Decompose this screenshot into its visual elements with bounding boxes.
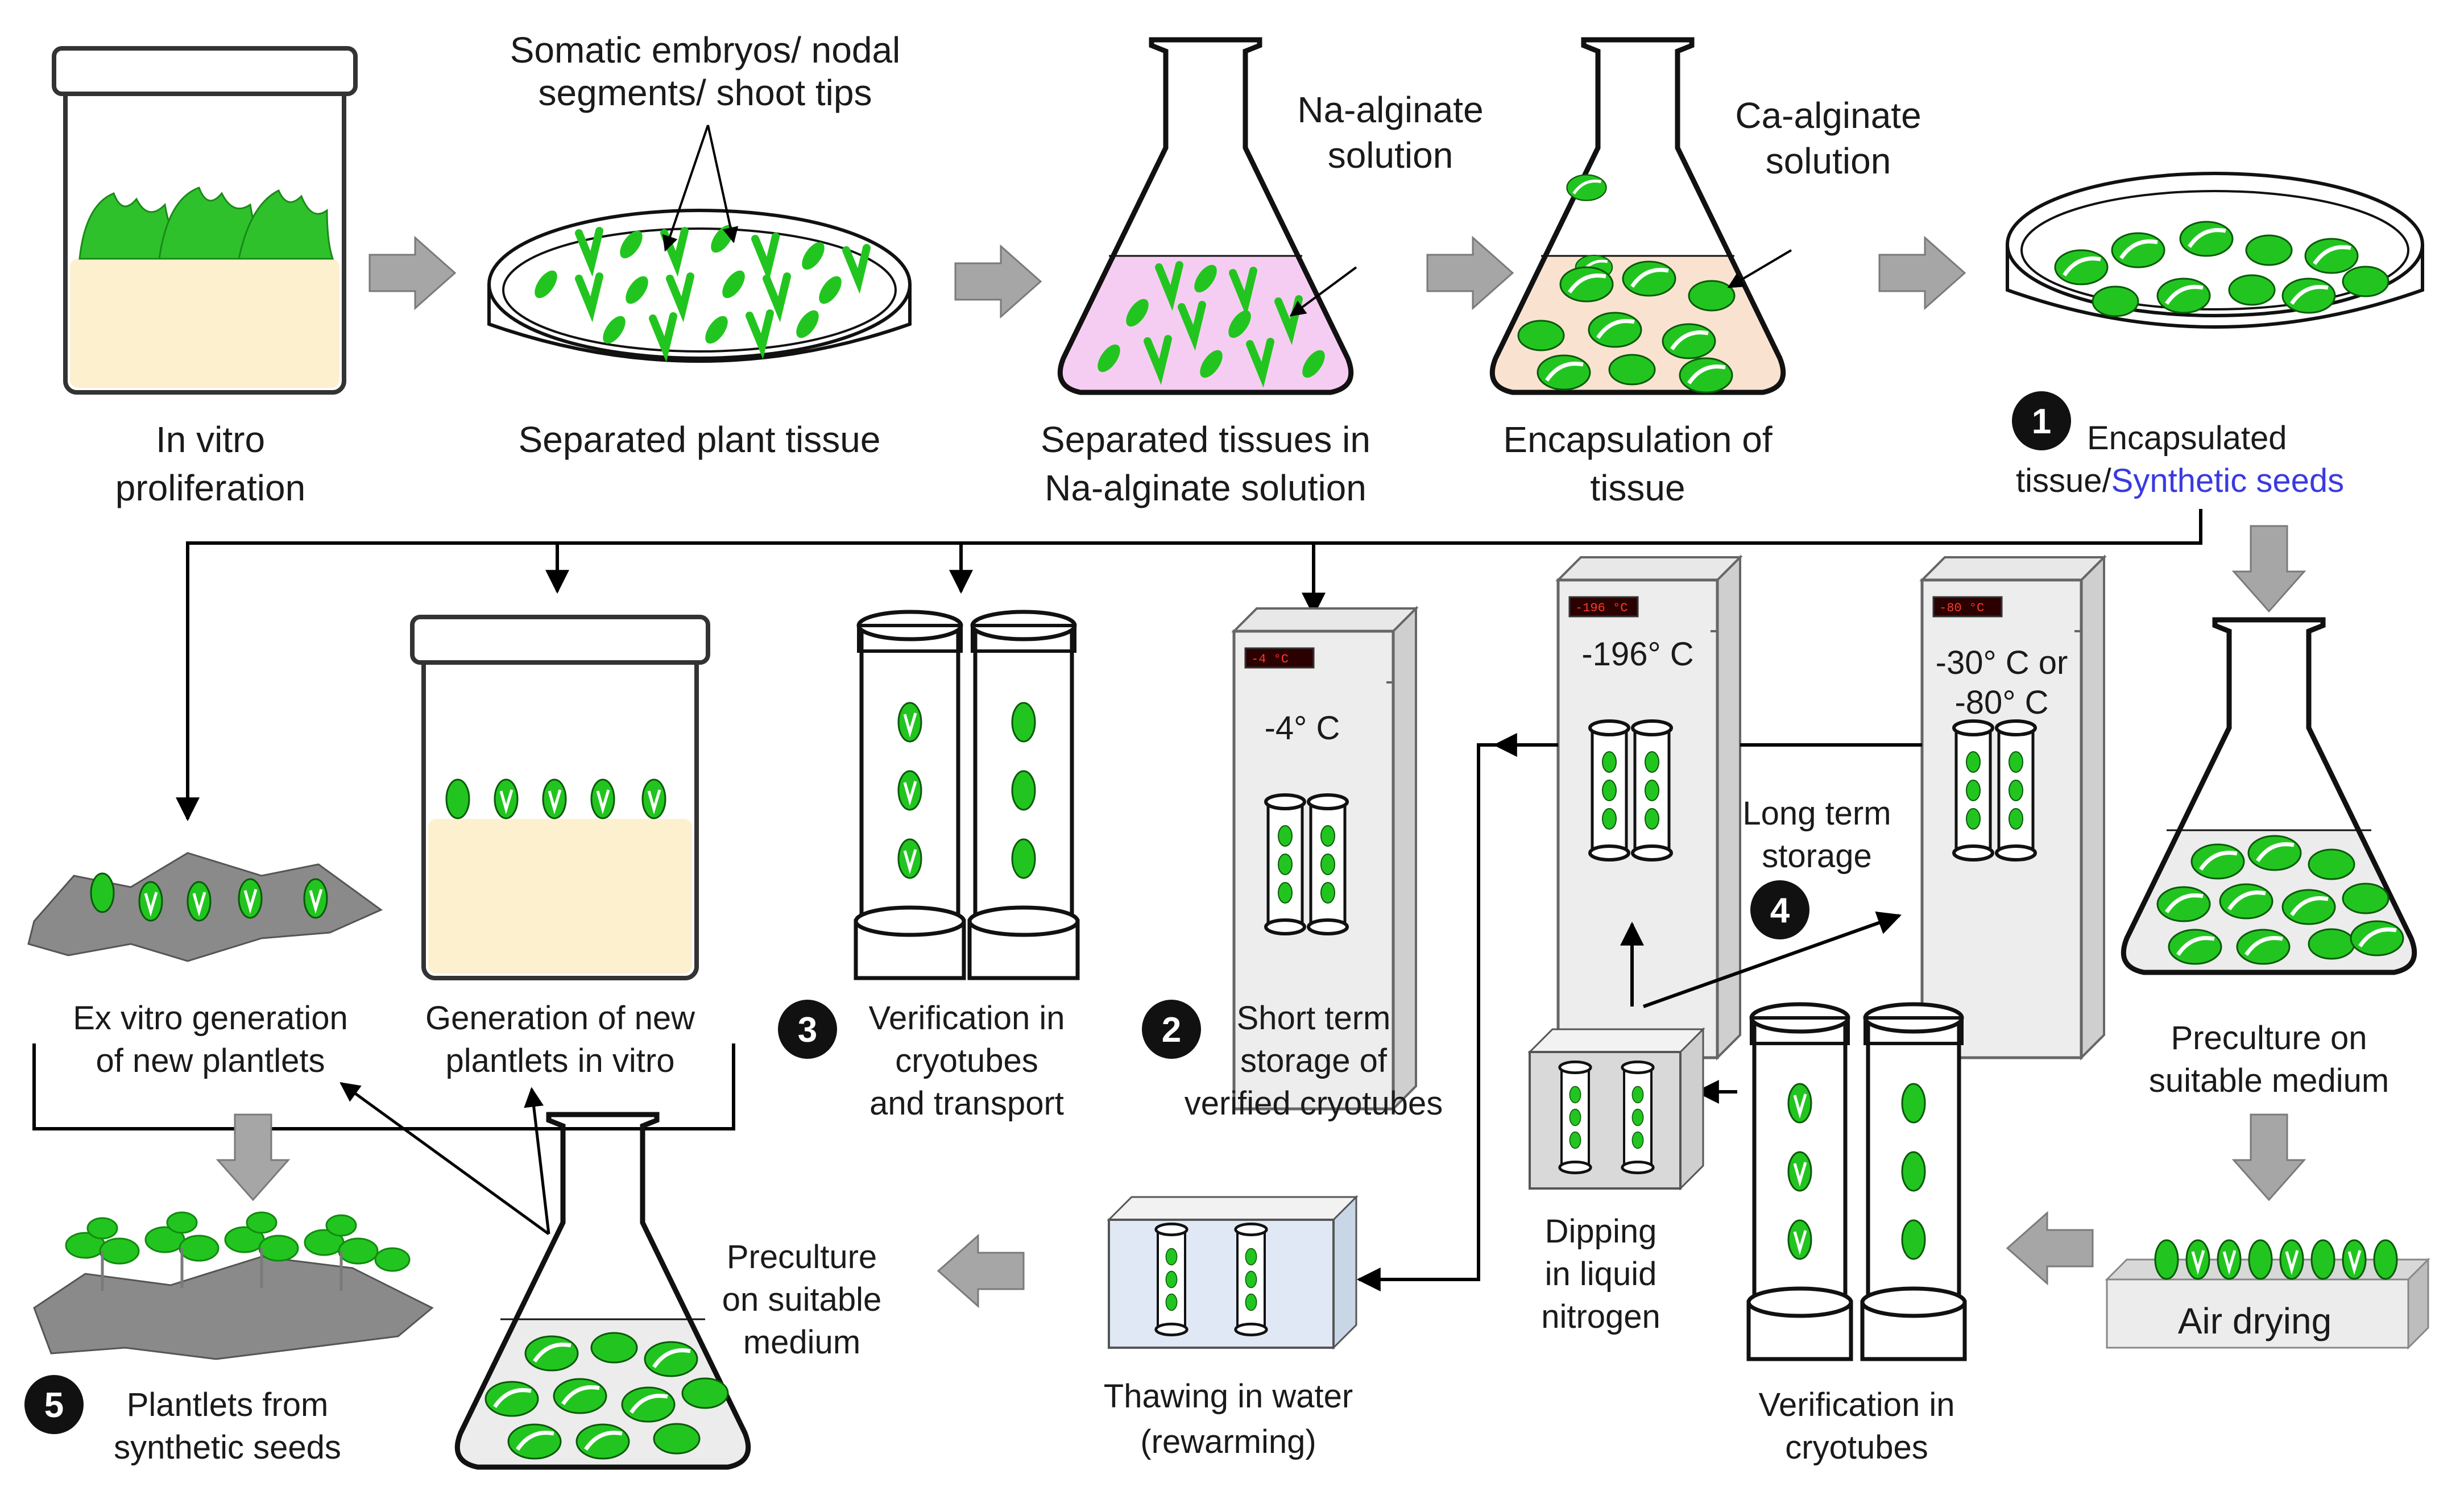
step-badge-4 (1750, 880, 1809, 939)
connector-line (339, 1082, 550, 1236)
label-ca-sol-1: Ca-alginate (1735, 95, 1921, 136)
label-plantlets-1: Plantlets from (127, 1386, 329, 1423)
label-encaps-2: tissue (1590, 467, 1685, 508)
plantlet-icon (33, 1211, 434, 1360)
flask-icon (432, 1115, 773, 1490)
cryotube-icon (967, 610, 1080, 980)
label-verif-transport-3: and transport (869, 1085, 1064, 1122)
label-verif-cryo-1: Verification in (1759, 1386, 1955, 1423)
step-badge-1 (2012, 391, 2071, 450)
label-dipping-1: Dipping (1545, 1213, 1657, 1250)
label-preculture-1: Preculture on (2171, 1020, 2367, 1057)
label-ca-sol-2: solution (1766, 140, 1891, 181)
freezer-icon: -4 °C (1234, 608, 1416, 1109)
label-plantlets-2: synthetic seeds (114, 1429, 341, 1466)
label-ex-vitro-2: of new plantlets (96, 1042, 325, 1079)
label-dipping-3: nitrogen (1541, 1298, 1660, 1335)
label-dipping-2: in liquid (1545, 1256, 1657, 1293)
step-number-1: 1 (2032, 402, 2051, 441)
label-verif-cryo-2: cryotubes (1785, 1429, 1928, 1466)
label-preculture-2: suitable medium (2149, 1062, 2389, 1099)
process-arrow (954, 245, 1042, 318)
label-encapsulated-1: Encapsulated (2087, 420, 2287, 457)
label-long-term-1: Long term (1742, 795, 1891, 832)
step-badge-5 (24, 1375, 84, 1434)
step-number-2: 2 (1162, 1010, 1181, 1050)
freezer-display: -196 °C (1575, 601, 1628, 615)
process-arrow (2233, 1113, 2305, 1201)
label-ex-vitro-1: Ex vitro generation (73, 1000, 348, 1037)
process-arrow (1426, 237, 1514, 309)
label-short-term-2: storage of (1240, 1042, 1388, 1079)
label-sep-in-na-1: Separated tissues in (1041, 419, 1370, 460)
label-in-vitro-2: proliferation (115, 467, 305, 508)
label-air-drying: Air drying (2178, 1301, 2332, 1341)
cryotube-icon (854, 610, 966, 980)
label-preculture2-2: on suitable (722, 1281, 882, 1318)
freezer-icon: -80 °C (1922, 557, 2104, 1058)
label-in-vitro-1: In vitro (156, 419, 265, 460)
cryotube-icon (1746, 1002, 1853, 1361)
flask-icon (2098, 620, 2440, 1001)
label-verif-transport-2: cryotubes (895, 1042, 1038, 1079)
process-arrow (1878, 237, 1966, 309)
label-encaps-1: Encapsulation of (1503, 419, 1772, 460)
label-encapsulated-2a: tissue/ (2016, 462, 2112, 499)
step-badge-2 (1142, 1000, 1201, 1059)
bracket-line (32, 1043, 735, 1130)
label-na-sol-2: solution (1328, 135, 1453, 176)
process-arrow (2233, 525, 2305, 612)
label-sep-in-na-2: Na-alginate solution (1045, 467, 1366, 508)
label-gen-in-vitro-1: Generation of new (425, 1000, 695, 1037)
label-preculture2-3: medium (743, 1324, 860, 1361)
petri-dish-icon (487, 209, 912, 363)
label-thawing-1: Thawing in water (1104, 1378, 1353, 1415)
distribution-connector (176, 509, 2202, 822)
process-arrow (937, 1235, 1025, 1307)
label-thawing-2: (rewarming) (1140, 1423, 1316, 1460)
air-drying-platform (2105, 1240, 2430, 1350)
label-long-term-2: storage (1762, 838, 1871, 875)
freezer-icon: -196 °C (1558, 557, 1740, 1058)
petri-dish-icon (1567, 172, 2424, 329)
process-arrow (2006, 1212, 2094, 1285)
step-number-5: 5 (44, 1386, 64, 1425)
label-synthetic-seeds: Synthetic seeds (2111, 462, 2344, 499)
water-bath-icon (1107, 1195, 1359, 1350)
label-somatic-2: segments/ shoot tips (539, 72, 872, 113)
label-encapsulated-2: tissue/Synthetic seeds (2016, 462, 2344, 499)
label-separated-plant: Separated plant tissue (519, 419, 881, 460)
label-verif-transport-1: Verification in (869, 1000, 1065, 1037)
label-short-term-1: Short term (1237, 1000, 1391, 1037)
label-na-sol-1: Na-alginate (1297, 89, 1483, 130)
liquid-nitrogen-box (1527, 1027, 1705, 1191)
connector-line (524, 1087, 550, 1235)
freezer-display: -80 °C (1939, 601, 1984, 615)
flask-icon (1035, 40, 1376, 426)
label-temp-minus4: -4° C (1265, 710, 1340, 747)
freezer-display: -4 °C (1251, 652, 1289, 666)
label-temp-minus30-1: -30° C or (1936, 644, 2068, 681)
label-somatic-1: Somatic embryos/ nodal (510, 30, 901, 71)
connector-line (1642, 911, 1902, 1008)
shoot-cluster (78, 187, 334, 260)
step-number-4: 4 (1770, 891, 1790, 930)
label-temp-minus196: -196° C (1581, 636, 1693, 673)
label-short-term-3: verified cryotubes (1185, 1085, 1443, 1122)
jar-icon (410, 615, 710, 980)
cryotube-icon (1860, 1002, 1967, 1361)
process-arrow (368, 237, 456, 309)
label-temp-minus30-2: -80° C (1954, 684, 2048, 721)
step-number-3: 3 (798, 1010, 817, 1050)
ex-vitro-ground (27, 852, 383, 962)
step-badge-3 (778, 1000, 837, 1059)
jar-icon (52, 46, 358, 395)
label-preculture2-1: Preculture (727, 1239, 877, 1275)
label-gen-in-vitro-2: plantlets in vitro (446, 1042, 675, 1079)
